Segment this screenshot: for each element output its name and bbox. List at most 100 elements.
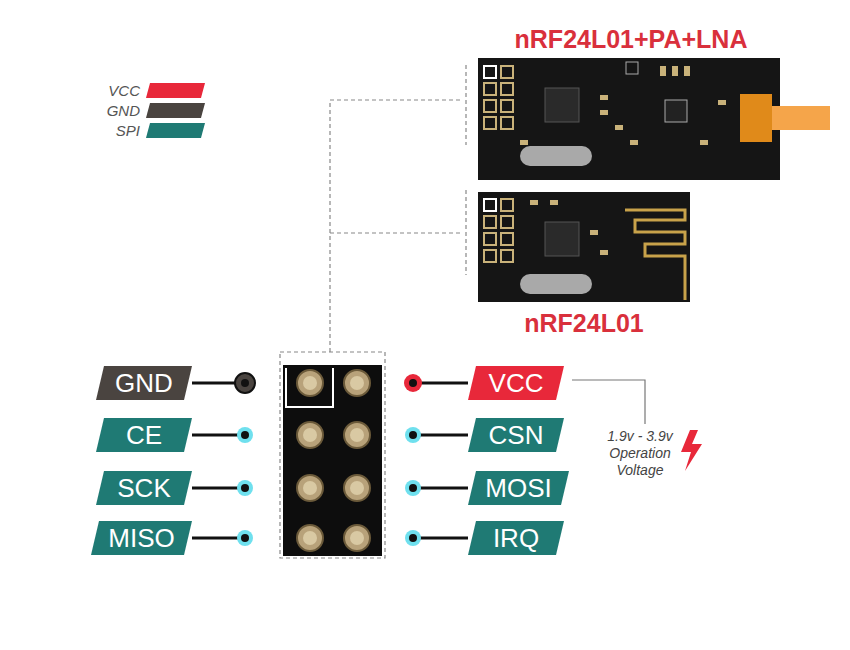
module-board (520, 66, 726, 145)
legend-swatch (146, 123, 205, 138)
module-board (545, 88, 579, 122)
pin-dot (241, 379, 249, 387)
pin-tag: SCK (96, 471, 192, 505)
module-board (615, 125, 623, 130)
module-board (484, 199, 496, 211)
pin-header (303, 481, 317, 495)
module-board (520, 146, 592, 166)
legend-text: SPI (98, 122, 140, 139)
module-board (484, 100, 496, 112)
module-board (740, 94, 772, 142)
legend-text: GND (98, 102, 140, 119)
dashed-leader (330, 232, 462, 233)
pin-dot (237, 480, 253, 496)
dashed-leader (330, 100, 462, 352)
pin-dot (241, 534, 249, 542)
pin-dot (405, 480, 421, 496)
pin-header (303, 428, 317, 442)
pin-name: CE (96, 418, 192, 452)
legend-text: VCC (98, 82, 140, 99)
pin-header (344, 525, 370, 551)
module-board (600, 95, 608, 100)
module-board (530, 200, 608, 255)
pin-header (297, 370, 323, 396)
pin-wire (420, 537, 468, 540)
module-board (718, 100, 726, 105)
pin-tag: CE (96, 418, 192, 452)
pin-name: MISO (91, 521, 192, 555)
pin-wire (420, 382, 468, 385)
pin-wire (192, 383, 468, 538)
lightning-symbol (681, 430, 702, 471)
tag-fill (96, 471, 192, 505)
tag-fill (468, 366, 564, 400)
pin-dot (409, 534, 417, 542)
module-board (590, 230, 598, 235)
pin-dot (409, 431, 417, 439)
tag-fill (468, 521, 564, 555)
pin-header (303, 531, 317, 545)
module-board (484, 66, 496, 78)
module-board (772, 106, 830, 130)
pin-dot (237, 530, 253, 546)
module-board (550, 200, 558, 205)
pin-dot (235, 373, 255, 393)
pin-header (283, 365, 382, 556)
leader-line (572, 380, 645, 424)
module-board (478, 192, 690, 302)
module-board (520, 140, 528, 145)
pin-header (297, 475, 323, 501)
module-board (501, 233, 513, 245)
module-board (520, 274, 592, 294)
pin-wire (192, 382, 238, 385)
pin-dot (405, 530, 421, 546)
legend-row: GND (98, 100, 203, 120)
module-board (672, 66, 678, 76)
pin-wire (420, 487, 468, 490)
tag-fill (96, 418, 192, 452)
voltage-note: 1.9v - 3.9v Operation Voltage (592, 428, 688, 479)
pin-dot (404, 374, 422, 392)
pin-tag: VCC (468, 366, 564, 400)
pin-tag: GND (96, 366, 192, 400)
dashed-leader (465, 65, 466, 145)
legend: VCC GND SPI (98, 80, 203, 140)
module-box: nRF24L01 (476, 188, 692, 338)
module-board (484, 66, 513, 129)
pin-dot (235, 373, 422, 546)
module-board (478, 58, 780, 180)
module-board (530, 200, 538, 205)
module-board (501, 83, 513, 95)
pin-tag: IRQ (468, 521, 564, 555)
pin-header (350, 376, 364, 390)
tag-fill (96, 366, 192, 400)
pin-dot (409, 379, 417, 387)
pin-header (297, 525, 323, 551)
dashed-leader (465, 190, 466, 275)
module-board (484, 83, 496, 95)
module-board (484, 250, 496, 262)
tag-fill (91, 521, 192, 555)
module-board (501, 216, 513, 228)
module-board (501, 100, 513, 112)
pin-header (344, 370, 370, 396)
pin-dot (237, 427, 253, 443)
pin-dot (409, 484, 417, 492)
module-board (684, 66, 690, 76)
module-board (501, 250, 513, 262)
pin-wire (192, 434, 238, 437)
pin-header (350, 428, 364, 442)
pin-dot (405, 427, 421, 443)
legend-swatch (146, 83, 205, 98)
module-board (600, 110, 608, 115)
module-board (484, 199, 513, 262)
module-board (665, 100, 687, 122)
module-board (501, 199, 513, 211)
module-name: nRF24L01 (524, 308, 643, 338)
pin-name: GND (96, 366, 192, 400)
module-board (700, 140, 708, 145)
legend-swatch (146, 103, 205, 118)
module-board (478, 58, 830, 180)
legend-row: VCC (98, 80, 203, 100)
